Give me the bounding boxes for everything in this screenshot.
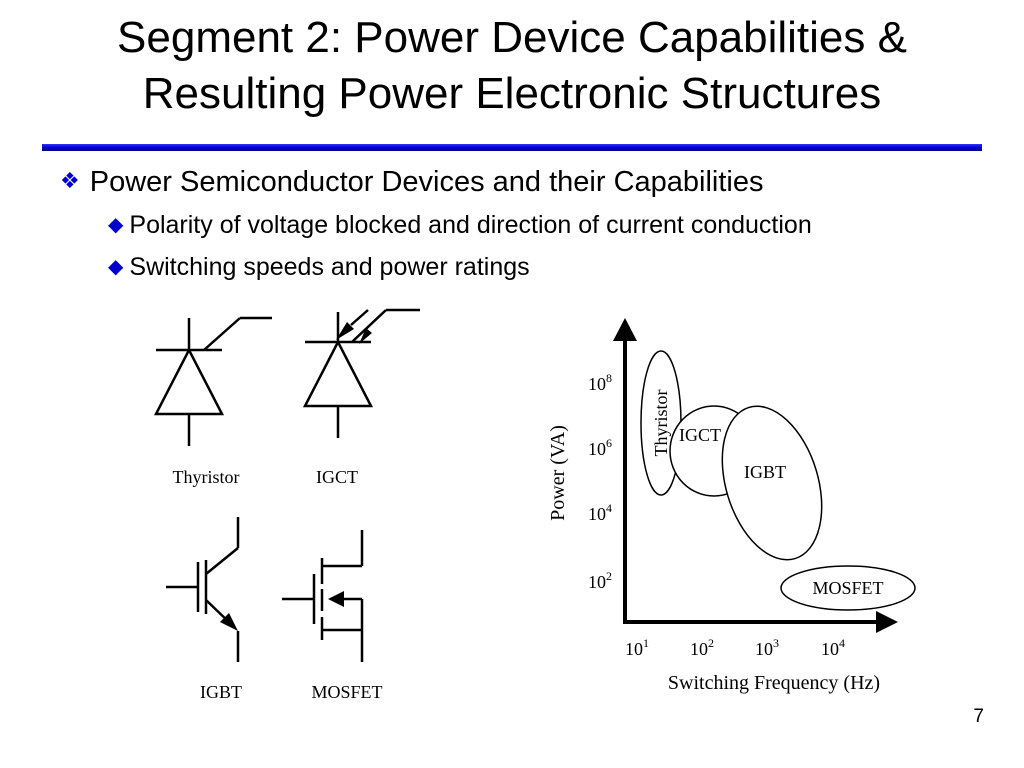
- title-line-2: Resulting Power Electronic Structures: [142, 69, 882, 118]
- thyristor-region-label: Thyristor: [651, 390, 671, 457]
- chart-axes: [613, 318, 898, 633]
- page-number: 7: [973, 706, 984, 727]
- y-tick-label: 104: [588, 501, 612, 524]
- x-tick-label: 102: [690, 636, 714, 659]
- y-axis-arrow-icon: [613, 318, 637, 341]
- igct-gate-arrows-icon: [336, 309, 372, 344]
- x-tick-label: 104: [821, 636, 845, 659]
- igbt-region-label: IGBT: [744, 462, 786, 482]
- igct-symbol: [302, 308, 420, 438]
- region-igbt: IGBT: [721, 405, 823, 561]
- igbt-label: IGBT: [200, 682, 242, 702]
- diamond-bullet-icon: ◆: [108, 214, 124, 236]
- igbt-region-ellipse: [721, 405, 823, 561]
- igbt-symbol: [166, 517, 240, 662]
- diamond-bullet-icon: ❖: [60, 168, 80, 193]
- mosfet-label: MOSFET: [311, 682, 382, 702]
- x-tick-label: 101: [625, 636, 649, 659]
- mosfet-region-ellipse: [780, 565, 916, 611]
- diamond-bullet-icon: ◆: [108, 256, 124, 278]
- bullet-level2-text: Switching speeds and power ratings: [129, 253, 530, 281]
- igct-region-label: IGCT: [679, 425, 721, 445]
- bullet-level2-item: ◆Polarity of voltage blocked and directi…: [108, 210, 812, 242]
- title-underline: [42, 144, 982, 151]
- slide-title: Segment 2: Power Device Capabilities & R…: [0, 10, 1024, 122]
- x-tick-labels: 101 102 103 104: [625, 636, 845, 659]
- bullet-level2-item: ◆Switching speeds and power ratings: [108, 252, 530, 284]
- bullet-level1-text: Power Semiconductor Devices and their Ca…: [89, 166, 764, 198]
- y-tick-label: 106: [588, 436, 612, 459]
- y-tick-label: 102: [588, 569, 612, 592]
- y-axis-label: Power (VA): [547, 425, 569, 521]
- igbt-emitter-arrow-icon: [220, 613, 238, 631]
- title-line-1: Segment 2: Power Device Capabilities &: [117, 13, 907, 62]
- region-mosfet: MOSFET: [780, 565, 916, 611]
- bullet-level2-text: Polarity of voltage blocked and directio…: [129, 211, 812, 239]
- bullet-level1: ❖ Power Semiconductor Devices and their C…: [60, 164, 764, 202]
- mosfet-arrow-icon: [328, 591, 344, 607]
- thyristor-symbol: [153, 316, 272, 446]
- mosfet-symbol: [282, 530, 364, 662]
- y-tick-label: 108: [588, 371, 612, 394]
- thyristor-label: Thyristor: [173, 467, 240, 487]
- mosfet-region-label: MOSFET: [812, 578, 883, 598]
- y-tick-labels: 108 106 104 102: [588, 371, 612, 592]
- x-axis-label: Switching Frequency (Hz): [668, 672, 880, 694]
- x-tick-label: 103: [755, 636, 779, 659]
- x-axis-arrow-icon: [876, 611, 898, 633]
- igct-label: IGCT: [316, 467, 358, 487]
